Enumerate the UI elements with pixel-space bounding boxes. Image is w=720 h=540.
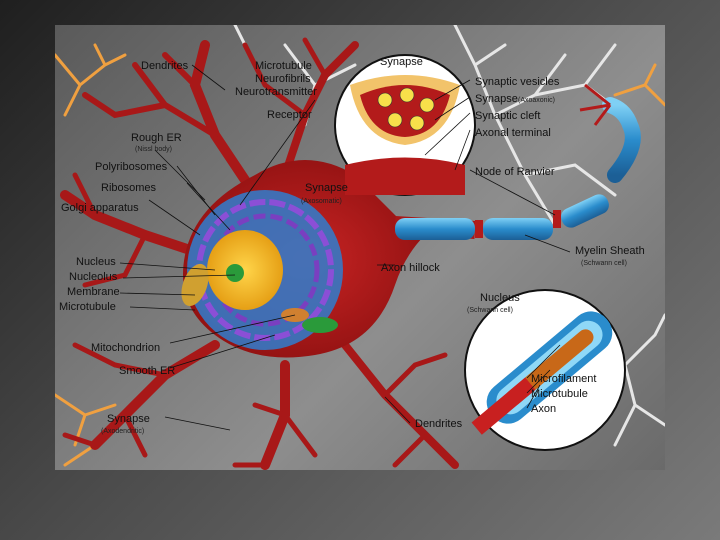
label-nissl-body: (Nissl body)	[135, 146, 172, 153]
label-synaptic-vesicles: Synaptic vesicles	[475, 76, 560, 88]
label-axodendritic: (Axodendritic)	[101, 428, 144, 435]
label-axonal-terminal: Axonal terminal	[475, 127, 551, 139]
label-dendrites-bottom: Dendrites	[415, 418, 463, 430]
label-synapse-title: Synapse	[380, 56, 423, 68]
label-receptor: Receptor	[267, 109, 312, 121]
myelin-inset	[464, 289, 626, 451]
label-neurotransmitter: Neurotransmitter	[235, 86, 317, 98]
orange-neuron-branches	[55, 43, 665, 467]
label-microtubule-inset: Microtubule	[531, 388, 588, 400]
dendrite-branches	[60, 37, 459, 470]
synapse-inset	[334, 54, 476, 196]
diagram-labels: Dendrites Microtubule Neurofibrils Neuro…	[59, 56, 645, 435]
label-smooth-er: Smooth ER	[119, 365, 175, 377]
label-rough-er: Rough ER	[131, 132, 182, 144]
label-synapse-axoaxonic: Synapse	[475, 93, 518, 105]
label-axoaxonic: (Axoaxonic)	[518, 97, 555, 104]
label-ribosomes: Ribosomes	[101, 182, 157, 194]
neuron-illustration: Dendrites Microtubule Neurofibrils Neuro…	[55, 25, 665, 470]
label-microtubule-top: Microtubule	[255, 60, 312, 72]
label-axon-hillock: Axon hillock	[381, 262, 440, 274]
label-polyribosomes: Polyribosomes	[95, 161, 168, 173]
label-nucleolus: Nucleolus	[69, 271, 118, 283]
label-synapse-axodendritic: Synapse	[107, 413, 150, 425]
label-neurofibrils: Neurofibrils	[255, 73, 311, 85]
myelin-sheath	[395, 97, 641, 240]
label-nucleus-schwann: Nucleus	[480, 292, 520, 304]
label-mitochondrion: Mitochondrion	[91, 342, 160, 354]
axon-terminal-branches	[579, 83, 612, 126]
leader-lines	[119, 64, 571, 431]
label-nucleus: Nucleus	[76, 256, 116, 268]
label-nucleus-schwann-sub: (Schwann cell)	[467, 307, 513, 314]
label-synapse-axosomatic: Synapse	[305, 182, 348, 194]
label-microtubule-left: Microtubule	[59, 301, 116, 313]
label-axosomatic: (Axosomatic)	[301, 198, 342, 205]
label-schwann-cell: (Schwann cell)	[581, 260, 627, 267]
label-dendrites-top: Dendrites	[141, 60, 189, 72]
nucleus-region	[181, 190, 343, 350]
label-myelin-sheath: Myelin Sheath	[575, 245, 645, 257]
label-node-of-ranvier: Node of Ranvier	[475, 166, 555, 178]
label-golgi-apparatus: Golgi apparatus	[61, 202, 139, 214]
label-microfilament: Microfilament	[531, 373, 596, 385]
label-synaptic-cleft: Synaptic cleft	[475, 110, 540, 122]
label-membrane: Membrane	[67, 286, 120, 298]
neuron-diagram: Dendrites Microtubule Neurofibrils Neuro…	[55, 25, 665, 470]
label-axon: Axon	[531, 403, 556, 415]
